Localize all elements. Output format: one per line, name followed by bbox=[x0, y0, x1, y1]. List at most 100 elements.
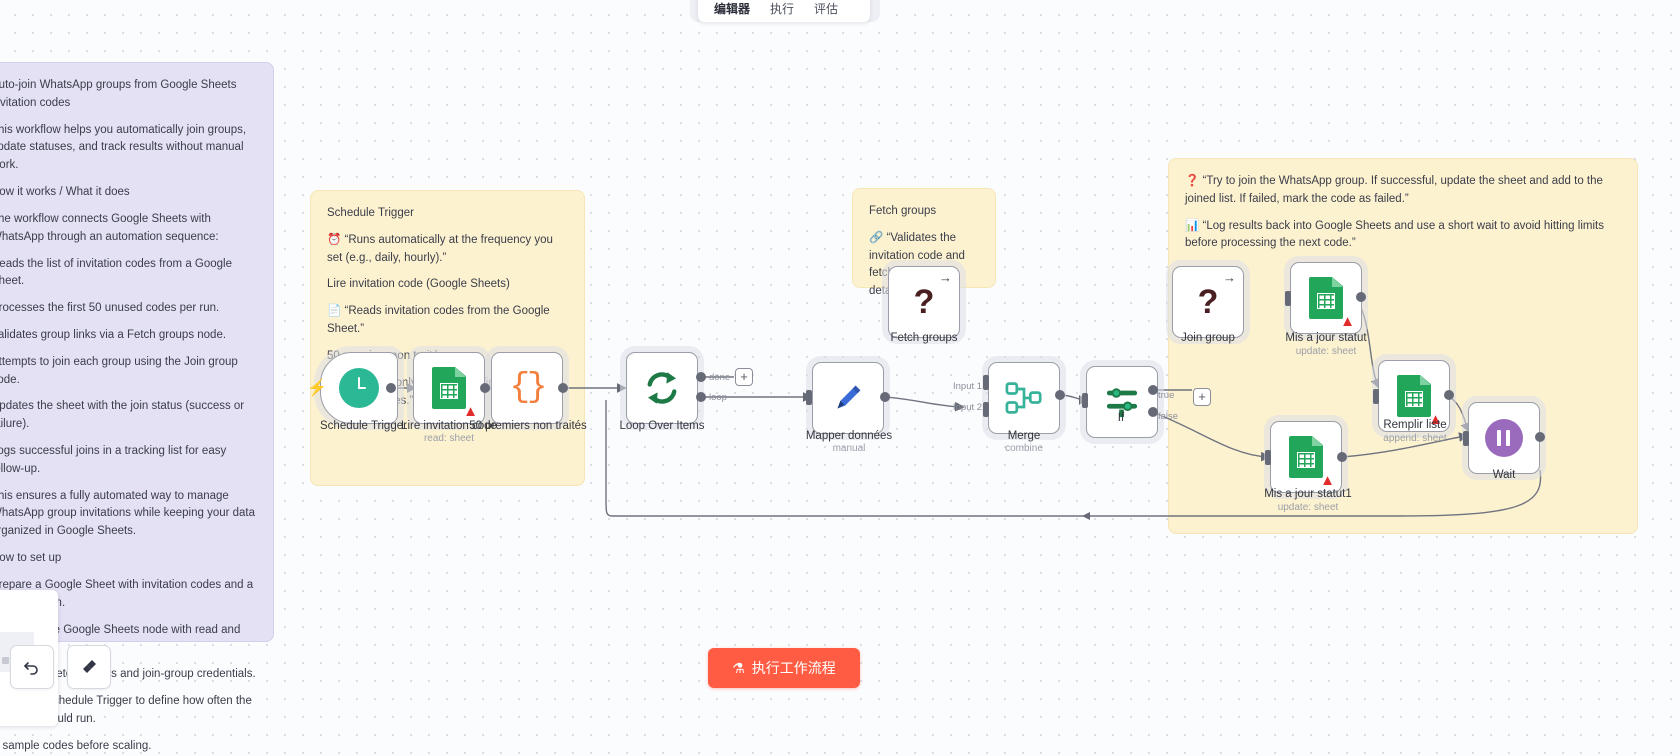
port-out-mis-a-jour-statut1[interactable] bbox=[1337, 452, 1347, 462]
minimap-node-dot bbox=[2, 657, 9, 664]
port-label-true: true bbox=[1158, 390, 1175, 401]
label-mis-a-jour-statut: Mis a jour statut bbox=[1285, 332, 1367, 344]
note-left-line-2: The workflow connects Google Sheets with… bbox=[0, 212, 219, 243]
pause-icon bbox=[1485, 419, 1523, 457]
note-left-line-8: Logs successful joins in a tracking list… bbox=[0, 445, 227, 475]
merge-icon bbox=[1005, 382, 1042, 414]
note-sched-l2: 📄 “Reads invitation codes from the Googl… bbox=[327, 305, 550, 336]
warning-triangle-icon: ▲ bbox=[463, 403, 478, 420]
note-left-title: Auto-join WhatsApp groups from Google Sh… bbox=[0, 79, 237, 109]
port-label-done: done bbox=[709, 372, 731, 383]
sub-mis-a-jour-statut: update: sheet bbox=[1295, 346, 1357, 357]
port-in-merge-2[interactable] bbox=[983, 402, 989, 417]
port-out-remplir-liste[interactable] bbox=[1444, 390, 1454, 400]
node-if[interactable] bbox=[1086, 366, 1158, 438]
label-premiers-non-traites: 50 premiers non traités bbox=[469, 420, 587, 432]
port-out-premiers-non-traites[interactable] bbox=[558, 383, 568, 393]
question-mark-icon: ? bbox=[913, 282, 935, 321]
code-braces-icon: {} bbox=[509, 369, 548, 407]
port-out-mis-a-jour-statut[interactable] bbox=[1356, 292, 1366, 302]
tab-executions[interactable]: 执行 bbox=[770, 2, 795, 16]
sticky-note-join-results[interactable]: ❓ “Try to join the WhatsApp group. If su… bbox=[1168, 158, 1638, 534]
label-schedule-trigger: Schedule Trigger bbox=[320, 420, 407, 432]
note-left-line-10: How to set up bbox=[0, 552, 62, 565]
port-out-if-true[interactable] bbox=[1148, 385, 1158, 395]
label-fetch-groups: Fetch groups bbox=[890, 332, 958, 344]
add-node-after-done-button[interactable]: + bbox=[735, 368, 753, 386]
label-lire-invitation-code: Lire invitation code bbox=[401, 420, 497, 432]
node-loop-over-items[interactable] bbox=[626, 352, 698, 424]
warning-triangle-icon: ▲ bbox=[1340, 313, 1355, 330]
node-fetch-groups[interactable]: ? → bbox=[888, 266, 960, 338]
editor-tabstrip[interactable]: 编辑器 执行 评估 bbox=[698, 0, 870, 22]
arrow-right-icon: → bbox=[1223, 270, 1236, 285]
port-in-remplir-liste[interactable] bbox=[1373, 389, 1379, 404]
node-lire-invitation-code[interactable]: ▲ bbox=[413, 352, 485, 424]
port-in-mis-a-jour-statut1[interactable] bbox=[1265, 450, 1271, 465]
port-out-lire-invitation-code[interactable] bbox=[480, 383, 490, 393]
broom-icon bbox=[83, 660, 96, 673]
note-fetch-h1: Fetch groups bbox=[869, 205, 937, 217]
google-sheets-icon bbox=[432, 367, 466, 409]
clock-icon bbox=[339, 368, 379, 408]
note-left-line-13: Set up your fetch-groups and join-group … bbox=[0, 668, 256, 681]
tab-evaluations[interactable]: 评估 bbox=[814, 2, 839, 16]
undo-button[interactable] bbox=[10, 645, 54, 689]
tab-editor[interactable]: 编辑器 bbox=[704, 0, 761, 20]
note-left-line-6: Attempts to join each group using the Jo… bbox=[0, 355, 238, 386]
flask-icon: ⚗ bbox=[732, 659, 745, 676]
node-wait[interactable] bbox=[1468, 402, 1540, 474]
trigger-bolt-icon: ⚡ bbox=[307, 380, 327, 397]
port-out-merge[interactable] bbox=[1055, 390, 1065, 400]
node-schedule-trigger[interactable] bbox=[320, 352, 398, 424]
port-in-merge-1[interactable] bbox=[983, 375, 989, 390]
execute-workflow-label: 执行工作流程 bbox=[751, 660, 836, 676]
node-join-group[interactable]: ? → bbox=[1172, 266, 1244, 338]
node-merge[interactable] bbox=[988, 362, 1060, 434]
node-mapper-donnees[interactable] bbox=[812, 362, 884, 434]
label-join-group: Join group bbox=[1181, 332, 1235, 344]
port-out-if-false[interactable] bbox=[1148, 407, 1158, 417]
node-mis-a-jour-statut1[interactable]: ▲ bbox=[1270, 421, 1342, 493]
sub-mapper-donnees: manual bbox=[832, 443, 866, 454]
sub-merge: combine bbox=[1005, 443, 1043, 454]
port-out-loop-loop[interactable] bbox=[696, 392, 706, 402]
note-left-line-9: This ensures a fully automated way to ma… bbox=[0, 489, 256, 538]
tidy-up-button[interactable] bbox=[67, 645, 111, 689]
warning-triangle-icon: ▲ bbox=[1320, 472, 1335, 489]
undo-arrow-icon bbox=[24, 662, 38, 675]
port-in-mapper-donnees[interactable] bbox=[806, 390, 812, 405]
label-if: If bbox=[1117, 412, 1125, 424]
port-out-loop-done[interactable] bbox=[696, 372, 706, 382]
port-label-loop: loop bbox=[709, 392, 727, 403]
sub-lire-invitation-code: read: sheet bbox=[423, 433, 475, 444]
note-left-line-1: How it works / What it does bbox=[0, 186, 130, 199]
note-sched-l1: ⏰ “Runs automatically at the frequency y… bbox=[327, 233, 553, 264]
sticky-note-overview[interactable]: Auto-join WhatsApp groups from Google Sh… bbox=[0, 62, 274, 752]
port-in-if[interactable] bbox=[1082, 393, 1088, 408]
note-sched-h1: Schedule Trigger bbox=[327, 207, 414, 219]
google-sheets-icon bbox=[1397, 375, 1431, 417]
node-mis-a-jour-statut[interactable]: ▲ bbox=[1290, 262, 1362, 334]
port-in-wait[interactable] bbox=[1463, 431, 1469, 446]
port-label-false: false bbox=[1158, 411, 1179, 422]
label-mis-a-jour-statut1: Mis a jour statut1 bbox=[1264, 488, 1352, 500]
port-out-wait[interactable] bbox=[1535, 432, 1545, 442]
port-label-input-2: Input 2 bbox=[953, 402, 983, 413]
loop-icon bbox=[647, 372, 677, 404]
question-mark-icon: ? bbox=[1197, 282, 1219, 321]
arrow-right-icon: → bbox=[939, 270, 952, 285]
add-node-after-true-button[interactable]: + bbox=[1193, 388, 1211, 406]
port-out-schedule-trigger[interactable] bbox=[386, 383, 396, 393]
note-right-l1: ❓ “Try to join the WhatsApp group. If su… bbox=[1185, 175, 1603, 205]
execute-workflow-button[interactable]: ⚗ 执行工作流程 bbox=[708, 648, 860, 688]
port-out-mapper-donnees[interactable] bbox=[880, 392, 890, 402]
note-left-line-3: Reads the list of invitation codes from … bbox=[0, 257, 232, 288]
google-sheets-icon bbox=[1309, 277, 1343, 319]
note-left-line-15: w sample codes before scaling. bbox=[0, 739, 152, 752]
note-right-l2: 📊 “Log results back into Google Sheets a… bbox=[1185, 219, 1604, 250]
label-merge: Merge bbox=[1007, 430, 1041, 442]
port-in-mis-a-jour-statut[interactable] bbox=[1285, 291, 1291, 306]
node-premiers-non-traites[interactable]: {} bbox=[491, 352, 563, 424]
